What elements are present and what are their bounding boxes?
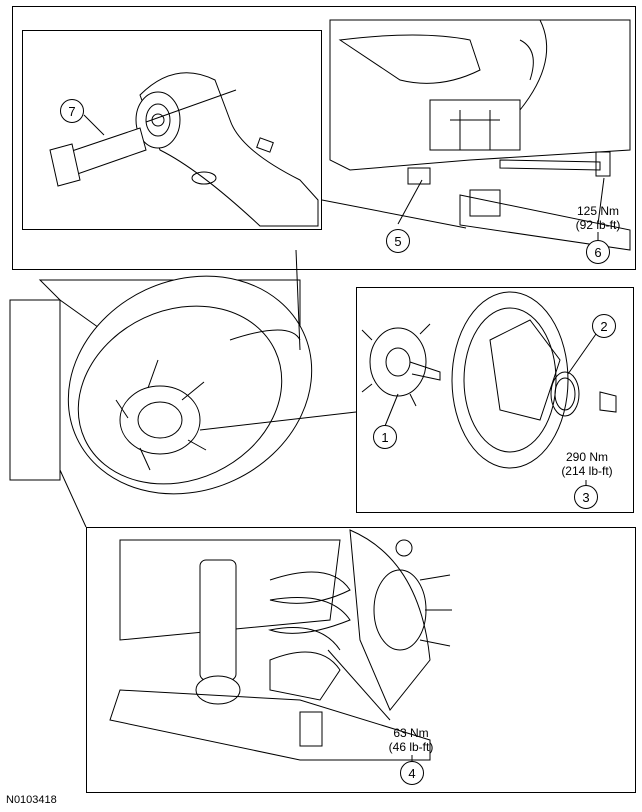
torque-6-nm: 125 Nm <box>576 204 620 218</box>
torque-4-lbft: (46 lb-ft) <box>388 740 434 754</box>
callout-3: 3 <box>574 485 598 509</box>
inset-bushing-drawing <box>49 72 319 227</box>
callout-2: 2 <box>592 314 616 338</box>
torque-3-lbft: (214 lb-ft) <box>561 464 613 478</box>
upper-right-frame-drawing <box>321 19 631 251</box>
torque-spec-4: 63 Nm (46 lb-ft) <box>374 726 448 754</box>
callout-1: 1 <box>373 425 397 449</box>
callout-5: 5 <box>386 229 410 253</box>
torque-6-lbft: (92 lb-ft) <box>575 218 621 232</box>
callout-7: 7 <box>60 99 84 123</box>
brake-backing-plate-drawing <box>9 275 357 495</box>
figure-id: N0103418 <box>6 794 57 806</box>
torque-4-nm: 63 Nm <box>393 726 429 740</box>
callout-4: 4 <box>400 761 424 785</box>
suspension-drawing <box>109 529 452 761</box>
torque-spec-3: 290 Nm (214 lb-ft) <box>548 450 626 478</box>
torque-3-nm: 290 Nm <box>565 450 609 464</box>
hub-assembly-drawing <box>361 291 617 469</box>
callout-6: 6 <box>586 240 610 264</box>
torque-spec-6: 125 Nm (92 lb-ft) <box>562 204 634 232</box>
